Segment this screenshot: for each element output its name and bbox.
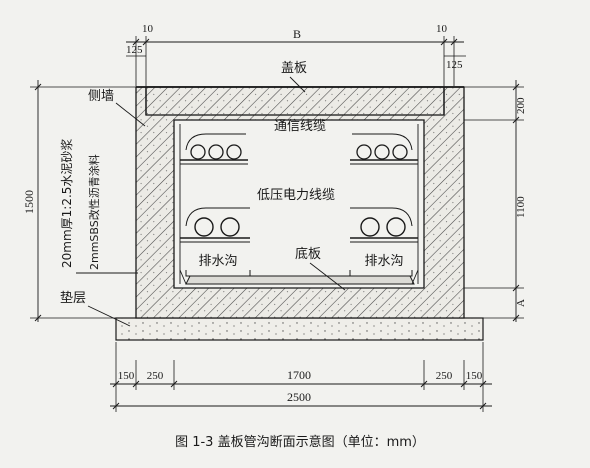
- comm-cable: [190, 144, 206, 160]
- comm-cable: [208, 144, 224, 160]
- lv-cable-bracket-right: [350, 207, 418, 243]
- sbs-label: 2mmSBS改性沥青涂料: [87, 154, 101, 270]
- bottom-dimension: 150 250 1700 250 150 2500: [110, 342, 492, 412]
- dim-right-a: A: [515, 299, 527, 307]
- drain-ditch-right: [349, 270, 413, 277]
- comm-cable: [226, 144, 242, 160]
- lv-cable: [194, 217, 214, 237]
- dim-bottom-250-left: 250: [147, 370, 164, 382]
- dim-bottom-150-right: 150: [466, 370, 483, 382]
- cover-label: 盖板: [281, 61, 307, 76]
- dim-right-1100: 1100: [515, 196, 527, 218]
- dim-bottom-150-left: 150: [118, 370, 135, 382]
- cover-plate: [145, 86, 445, 116]
- lv-cable-label: 低压电力线缆: [257, 187, 335, 203]
- dim-top-left-10: 10: [142, 23, 154, 35]
- figure-caption: 图 1-3 盖板管沟断面示意图（单位：mm）: [175, 434, 425, 450]
- comm-cable-label: 通信线缆: [274, 118, 326, 134]
- drain-right-label: 排水沟: [364, 254, 403, 269]
- mortar-label: 20mm厚1:2.5水泥砂浆: [59, 139, 74, 268]
- bottom-plate-label: 底板: [295, 246, 321, 262]
- bottom-plate: [185, 275, 415, 285]
- cushion-layer: [115, 317, 484, 341]
- drain-left-label: 排水沟: [198, 254, 237, 269]
- cushion-label: 垫层: [60, 290, 86, 306]
- dim-left-1500: 1500: [22, 190, 36, 214]
- lv-cable: [360, 217, 380, 237]
- side-wall-label: 侧墙: [88, 89, 114, 104]
- comm-cable-bracket-right: [350, 133, 418, 165]
- comm-cable: [356, 144, 372, 160]
- dim-top-b: B: [293, 27, 301, 41]
- right-dimension: 200 1100 A: [464, 80, 527, 322]
- dim-top-right-10: 10: [436, 23, 448, 35]
- dim-bottom-250-right: 250: [436, 370, 453, 382]
- dim-bottom-2500: 2500: [287, 390, 311, 404]
- lv-cable: [220, 217, 240, 237]
- lv-cable: [386, 217, 406, 237]
- drain-ditch-left: [185, 270, 251, 277]
- comm-cable-bracket-left: [180, 133, 248, 165]
- dim-top-right-125: 125: [446, 59, 463, 71]
- dim-top-left-125: 125: [126, 44, 143, 56]
- comm-cable: [392, 144, 408, 160]
- lv-cable-bracket-left: [180, 207, 250, 243]
- dim-bottom-1700: 1700: [287, 368, 311, 382]
- comm-cable: [374, 144, 390, 160]
- left-dimension: 1500: [22, 80, 136, 322]
- top-dimension: 10 125 B 10 125: [126, 23, 466, 86]
- dim-right-200: 200: [515, 97, 527, 114]
